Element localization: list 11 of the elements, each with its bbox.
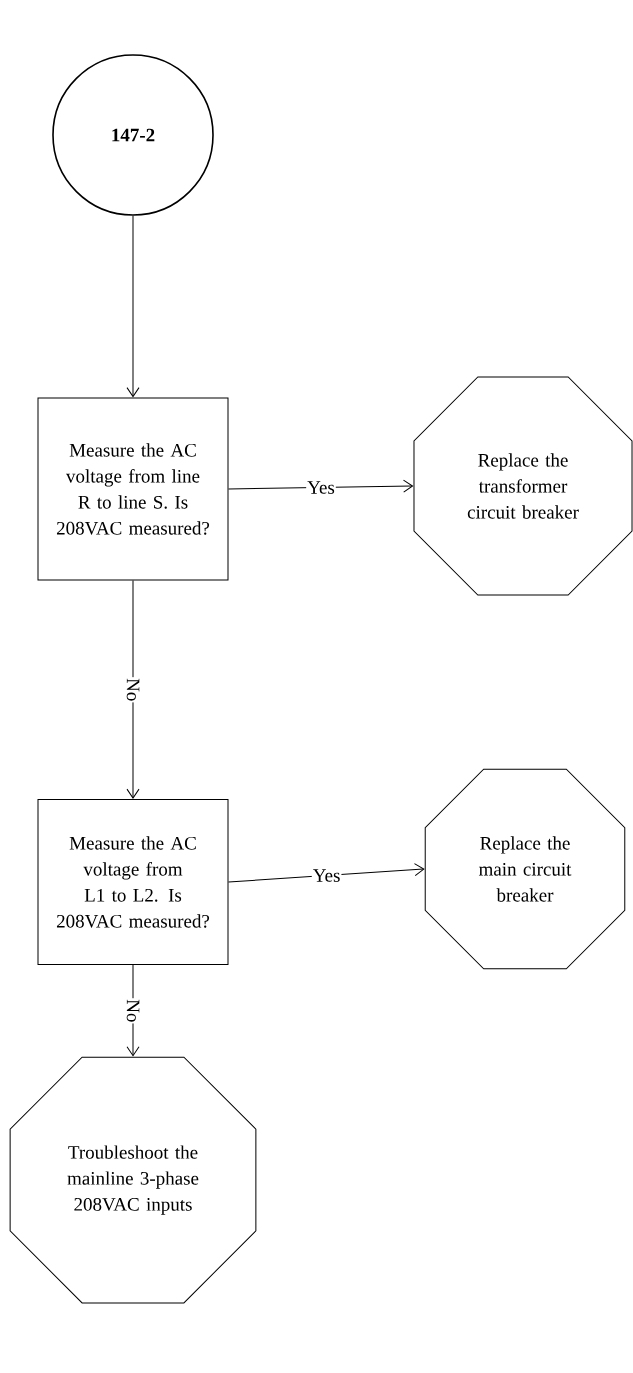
process-box: Measure the AC voltage from line R to line S. Is 208VAC measured? xyxy=(37,397,229,581)
end-octagon: Troubleshoot the mainline 3-phase 208VAC inputs xyxy=(9,1056,257,1304)
process-box: Measure the AC voltage from L1 to L2. Is 208VAC measured? xyxy=(37,799,229,965)
arrow xyxy=(126,215,140,398)
edge-label: No xyxy=(125,677,141,703)
edge-label: Yes xyxy=(311,868,342,883)
end-octagon: Replace the main circuit breaker xyxy=(424,768,626,970)
edge-label: No xyxy=(125,998,141,1024)
arrow xyxy=(126,580,140,799)
end-octagon: Replace the transformer circuit breaker xyxy=(413,376,633,596)
edge-label: Yes xyxy=(306,480,336,495)
